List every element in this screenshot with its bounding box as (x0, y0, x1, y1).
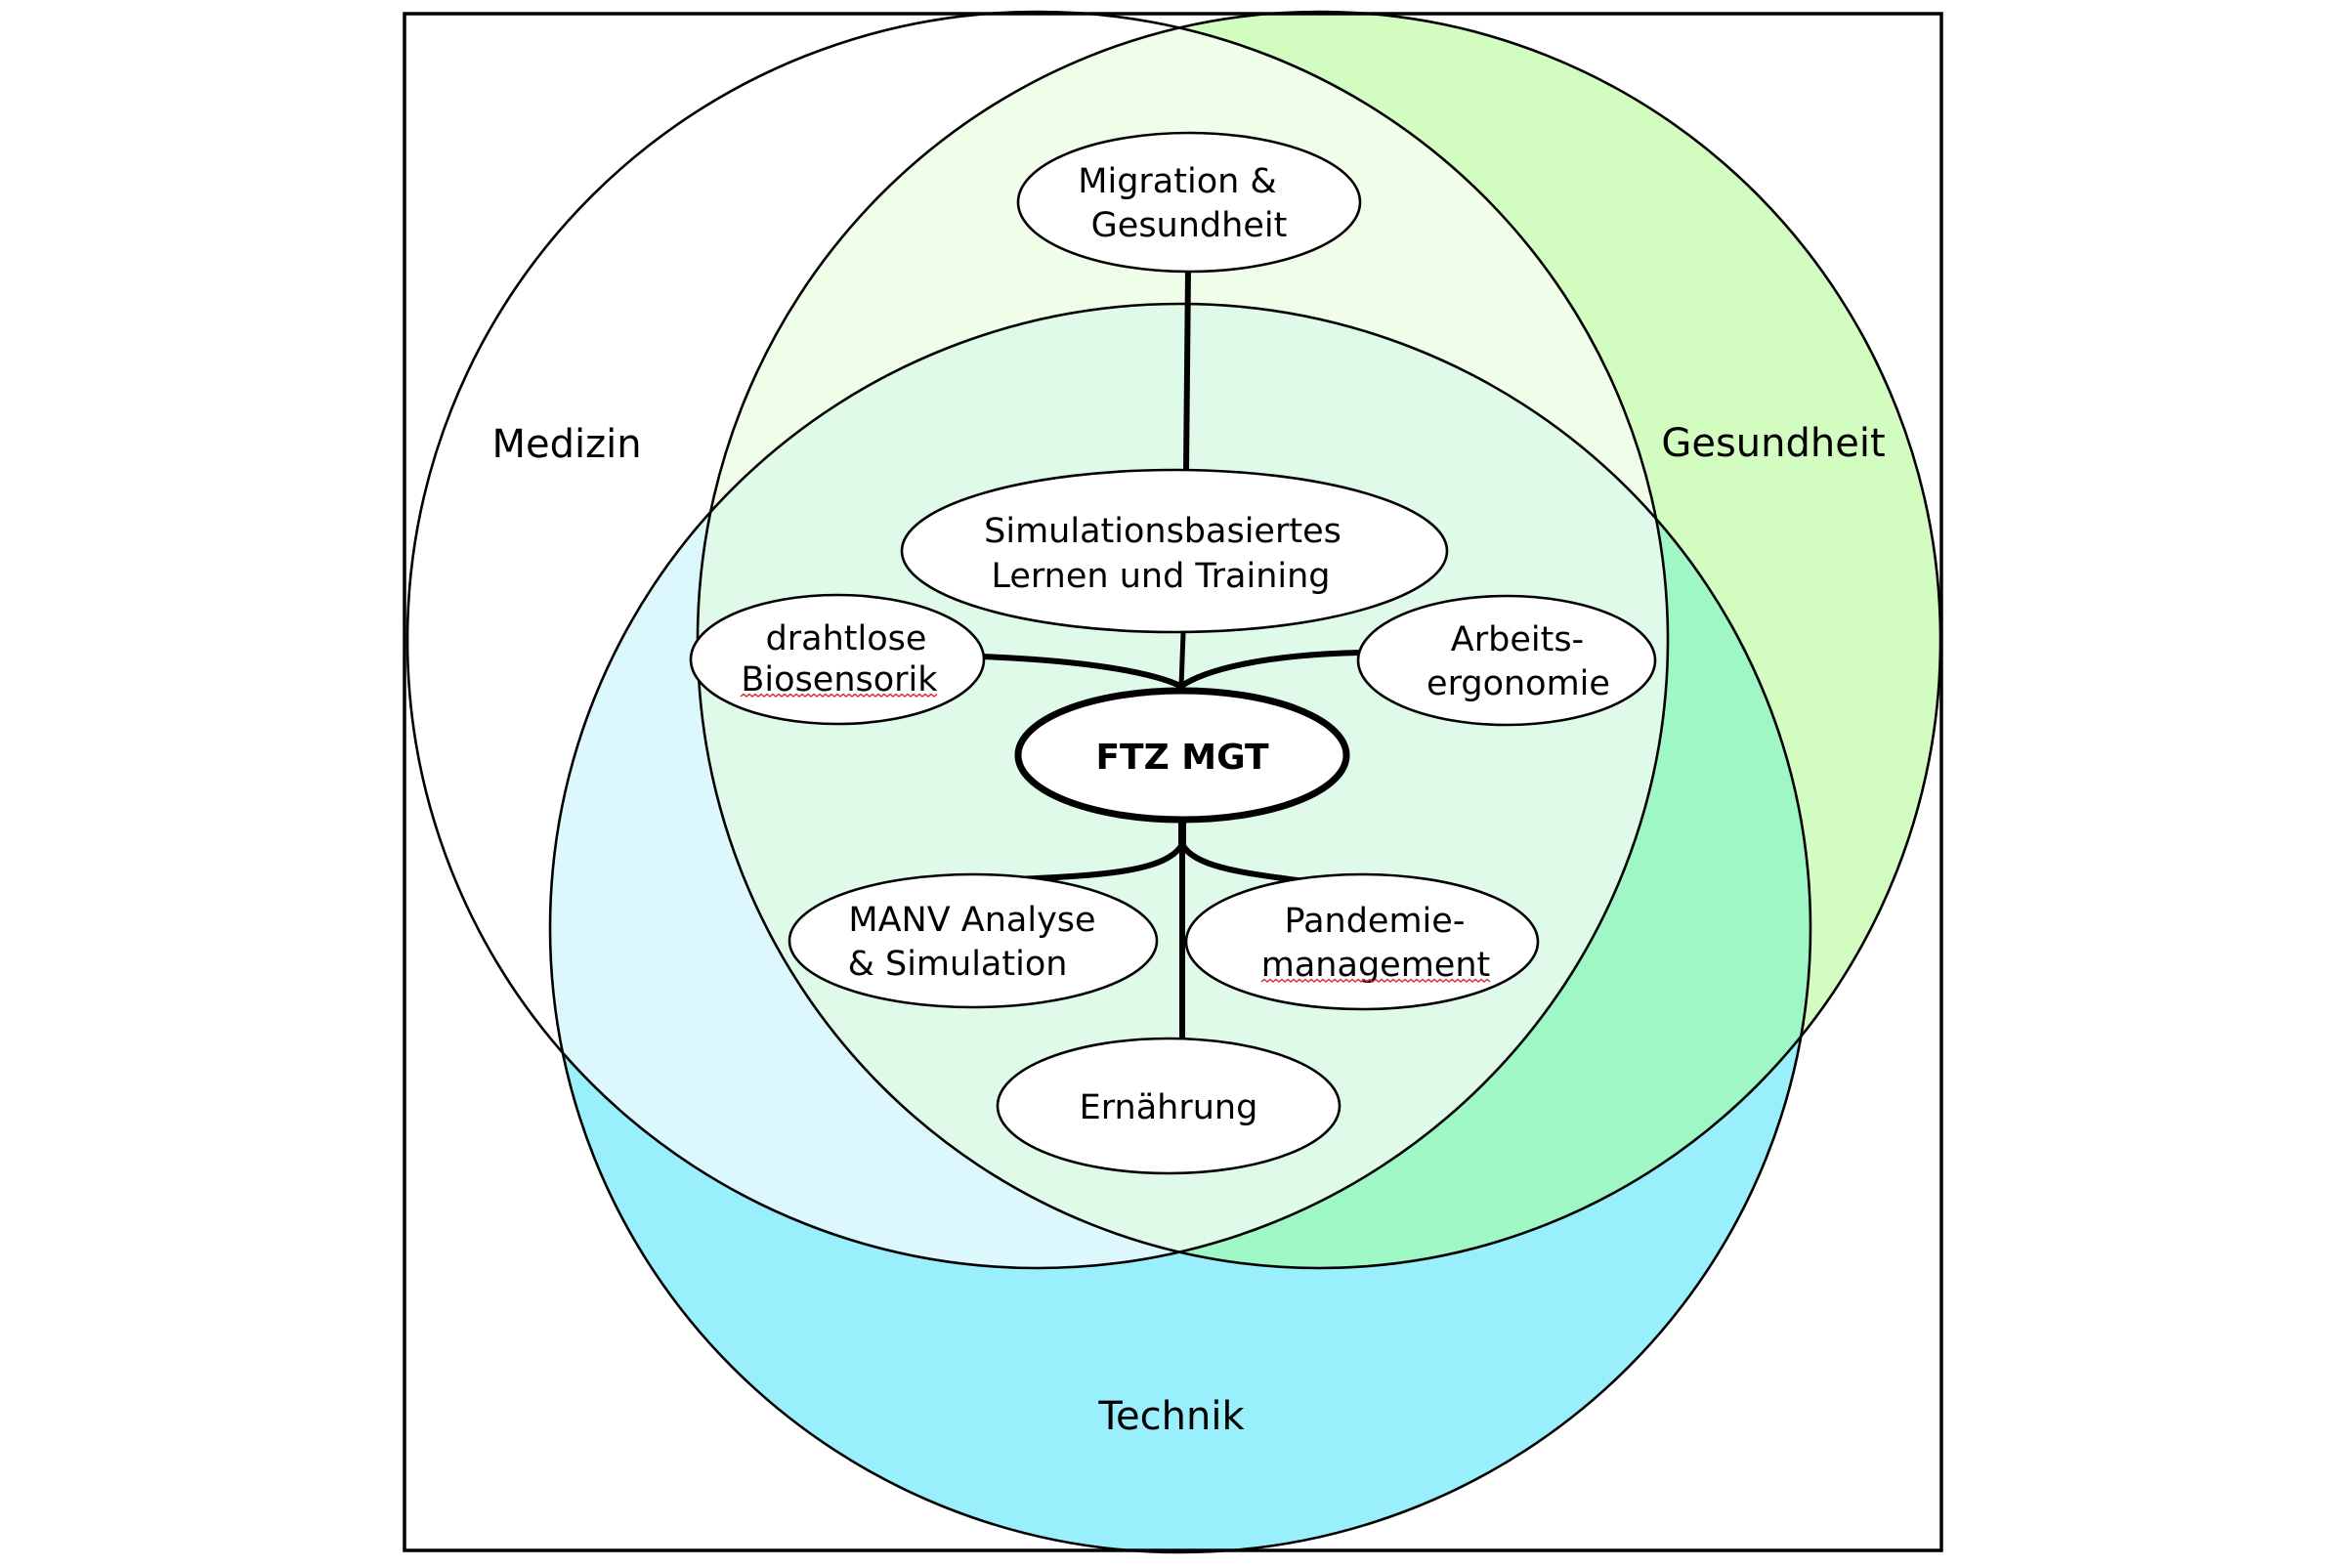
domain-label-gesundheit: Gesundheit (1661, 421, 1885, 466)
outer-frame (403, 12, 1943, 1552)
node-ernaehrung-shape (996, 1037, 1341, 1175)
node-pandemie-shape (1184, 872, 1540, 1011)
connectors (980, 269, 1361, 1041)
node-migration-shape (1016, 131, 1362, 274)
domain-label-medizin: Medizin (491, 422, 641, 467)
domain-label-technik: Technik (1097, 1394, 1245, 1439)
connector-simulation-center (1178, 632, 1186, 687)
node-migration[interactable]: Migration & Gesundheit (1016, 131, 1362, 274)
connector-migration-simulation (1183, 269, 1191, 471)
node-pandemie-line-2: management (1261, 946, 1490, 985)
node-simulation-learning-shape (900, 468, 1449, 634)
node-manv-line-1: MANV Analyse (848, 901, 1095, 940)
connector-arbeitsergonomie-center (1178, 650, 1361, 690)
connector-center-pandemie (1179, 842, 1306, 884)
node-simulation-learning[interactable]: Simulationsbasiertes Lernen und Training (900, 468, 1449, 634)
center-node-ftz-mgt[interactable]: FTZ MGT (1014, 687, 1350, 824)
node-ernaehrung-line-1: Ernährung (1080, 1088, 1258, 1127)
spellcheck-underline-management (1260, 978, 1491, 983)
node-biosensorik[interactable]: drahtlose Biosensorik (689, 593, 986, 726)
spellcheck-underline-biosensorik (740, 693, 938, 698)
center-node-shape (1014, 687, 1350, 824)
node-pandemie[interactable]: Pandemie- management (1184, 872, 1540, 1011)
node-arbeitsergonomie-line-2: ergonomie (1426, 664, 1610, 703)
node-manv[interactable]: MANV Analyse & Simulation (788, 872, 1159, 1009)
node-simulation-learning-line-2: Lernen und Training (991, 557, 1330, 596)
node-arbeitsergonomie-shape (1356, 594, 1657, 727)
node-simulation-learning-line-1: Simulationsbasiertes (984, 512, 1341, 551)
connector-center-manv (1015, 842, 1185, 882)
center-node-label: FTZ MGT (1095, 738, 1269, 778)
node-migration-line-2: Gesundheit (1091, 206, 1288, 245)
node-biosensorik-line-2: Biosensorik (741, 660, 938, 699)
node-manv-line-2: & Simulation (848, 945, 1068, 984)
node-pandemie-line-1: Pandemie- (1285, 902, 1466, 941)
set-technik-outline (548, 302, 1812, 1554)
connector-biosensorik-center (980, 654, 1184, 690)
node-biosensorik-shape (689, 593, 986, 726)
node-manv-shape (788, 872, 1159, 1009)
set-medizin-outline (405, 10, 1670, 1270)
node-arbeitsergonomie[interactable]: Arbeits- ergonomie (1356, 594, 1657, 727)
node-arbeitsergonomie-line-1: Arbeits- (1451, 620, 1584, 659)
node-biosensorik-line-1: drahtlose (766, 619, 927, 658)
node-migration-line-1: Migration & (1078, 162, 1276, 201)
node-ernaehrung[interactable]: Ernährung (996, 1037, 1341, 1175)
